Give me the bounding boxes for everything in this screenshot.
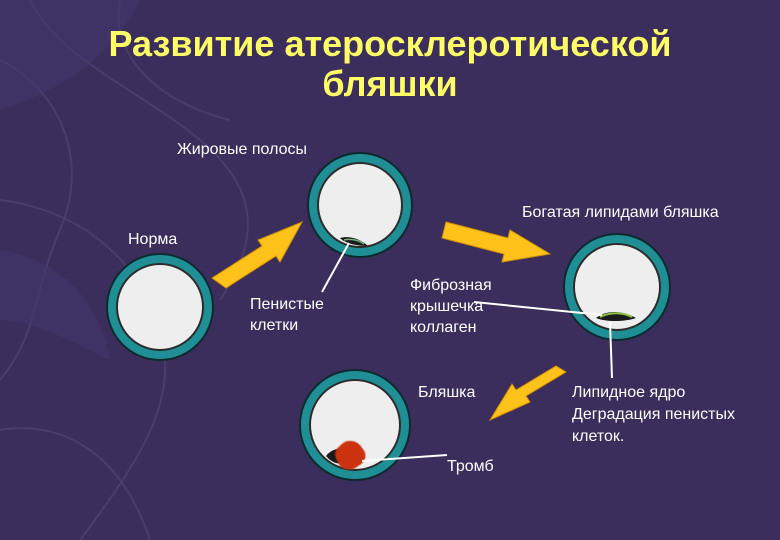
vessel-normal [106,253,214,361]
label-normal: Норма [128,231,178,248]
arrow-lipid-to-plaque [488,365,567,422]
pointer-fibrous-cap [473,301,603,316]
arrow-fatty-to-lipid [441,221,552,263]
label-fatty-streaks: Жировые полосы [177,141,307,158]
label-plaque: Бляшка [418,384,476,401]
label-lipid-core-1: Липидное ядро [572,384,686,401]
label-fibrous-cap-1: Фиброзная [410,277,492,294]
page-title-line-1: Развитие атеросклеротической [108,23,672,64]
label-foam-cells-2: клетки [250,317,299,334]
label-lipid-core-2: Деградация пенистых [572,406,735,423]
label-lipid-core-3: клеток. [572,428,625,445]
page-title-line-2: бляшки [322,63,458,104]
pointer-thrombus [361,454,448,462]
vessel-plaque [299,369,411,481]
label-lipid-rich-plaque: Богатая липидами бляшка [522,204,719,221]
label-thrombus: Тромб [447,458,494,475]
label-foam-cells-1: Пенистые [250,296,324,313]
pointer-lipid-core [609,321,613,379]
arrow-normal-to-fatty [211,221,304,289]
pointer-foam-cells [321,242,350,293]
thrombus-shape [335,440,366,470]
vessel-lipid-rich-plaque [563,233,671,341]
label-fibrous-cap-2: крышечка [410,298,484,315]
label-fibrous-cap-3: коллаген [410,319,477,336]
vessel-fatty-streaks [307,152,413,258]
